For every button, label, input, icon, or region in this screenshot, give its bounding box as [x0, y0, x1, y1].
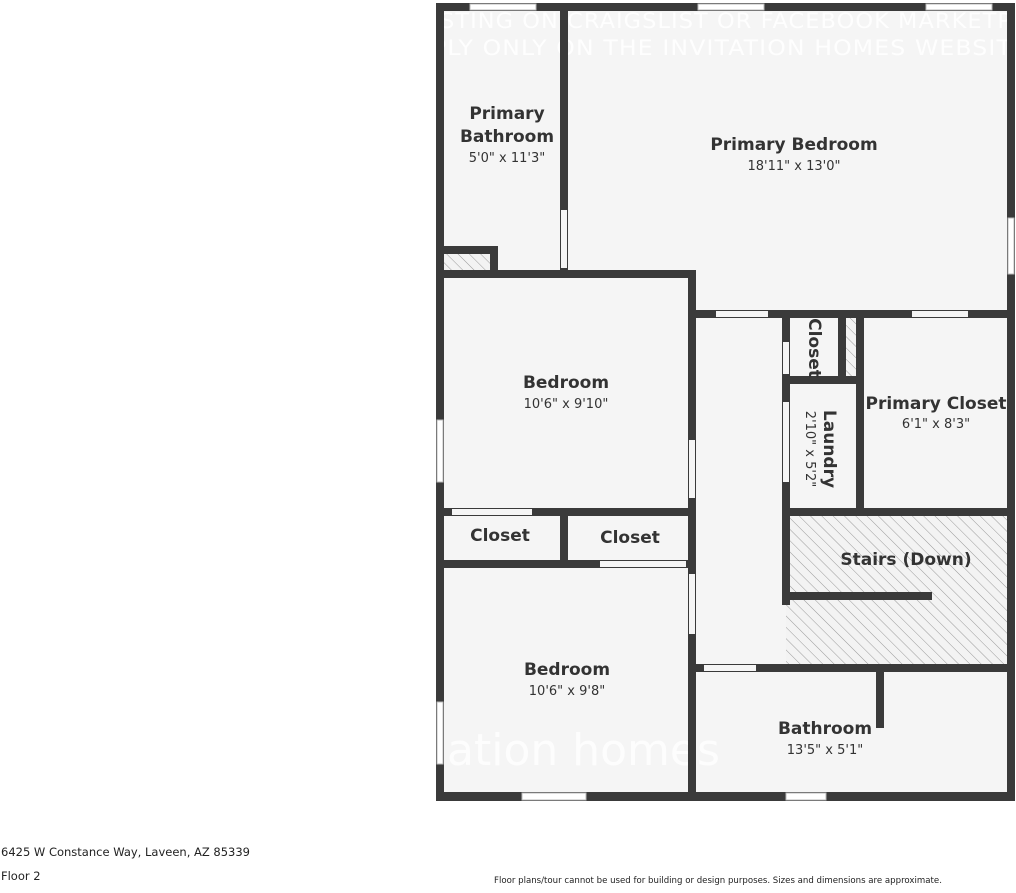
room-dimensions: 18'11" x 13'0" [748, 159, 841, 174]
room-name: Closet [470, 526, 530, 546]
room-label-bedroom-lower: Bedroom 10'6" x 9'8" [524, 660, 610, 699]
room-label-primary-bedroom: Primary Bedroom 18'11" x 13'0" [710, 135, 877, 174]
room-label-closet-small: Closet [804, 318, 824, 378]
room-label-bathroom: Bathroom 13'5" x 5'1" [778, 719, 872, 758]
address-text: 6425 W Constance Way, Laveen, AZ 85339 [1, 845, 250, 859]
room-name: Bedroom [524, 660, 610, 680]
room-name: Primary Bedroom [710, 135, 877, 155]
room-name: Primary [469, 104, 544, 124]
room-name: Closet [804, 318, 824, 378]
doorways [452, 210, 968, 671]
room-label-bedroom-upper: Bedroom 10'6" x 9'10" [523, 373, 609, 412]
room-label-closet-middle: Closet [600, 528, 660, 548]
chase-hatch-closet [846, 318, 858, 380]
floor-label: Floor 2 [1, 869, 41, 883]
room-name: Laundry [819, 410, 839, 488]
room-dimensions: 10'6" x 9'10" [524, 397, 609, 412]
floor-plan: STING ON CRAIGSLIST OR FACEBOOK MARKETP … [432, 3, 1015, 801]
room-label-closet-left: Closet [470, 526, 530, 546]
room-label-stairs: Stairs (Down) [840, 550, 971, 570]
room-name: Primary Closet [866, 394, 1007, 414]
room-label-primary-closet: Primary Closet 6'1" x 8'3" [866, 394, 1007, 432]
room-label-laundry: Laundry 2'10" x 5'2" [802, 410, 839, 488]
room-name: Bathroom [778, 719, 872, 739]
watermark-line-2: PLY ONLY ON THE INVITATION HOMES WEBSIT [432, 36, 1012, 60]
room-name-line-2: Bathroom [460, 127, 554, 147]
room-label-primary-bathroom: Primary Bathroom 5'0" x 11'3" [460, 104, 554, 166]
room-dimensions: 10'6" x 9'8" [529, 684, 605, 699]
walls [436, 3, 1015, 801]
room-dimensions: 2'10" x 5'2" [802, 411, 817, 487]
stairs-landing [786, 513, 1009, 597]
chase-hatch-upper-left [443, 253, 491, 271]
disclaimer-text: Floor plans/tour cannot be used for buil… [494, 876, 942, 886]
room-dimensions: 5'0" x 11'3" [469, 151, 545, 166]
watermark-logo: ation homes [447, 725, 720, 776]
room-dimensions: 13'5" x 5'1" [787, 743, 863, 758]
room-dimensions: 6'1" x 8'3" [902, 417, 970, 432]
openings [436, 3, 1015, 801]
room-name: Stairs (Down) [840, 550, 971, 570]
watermark-line-1: STING ON CRAIGSLIST OR FACEBOOK MARKETP [440, 9, 1012, 33]
room-name: Closet [600, 528, 660, 548]
room-name: Bedroom [523, 373, 609, 393]
